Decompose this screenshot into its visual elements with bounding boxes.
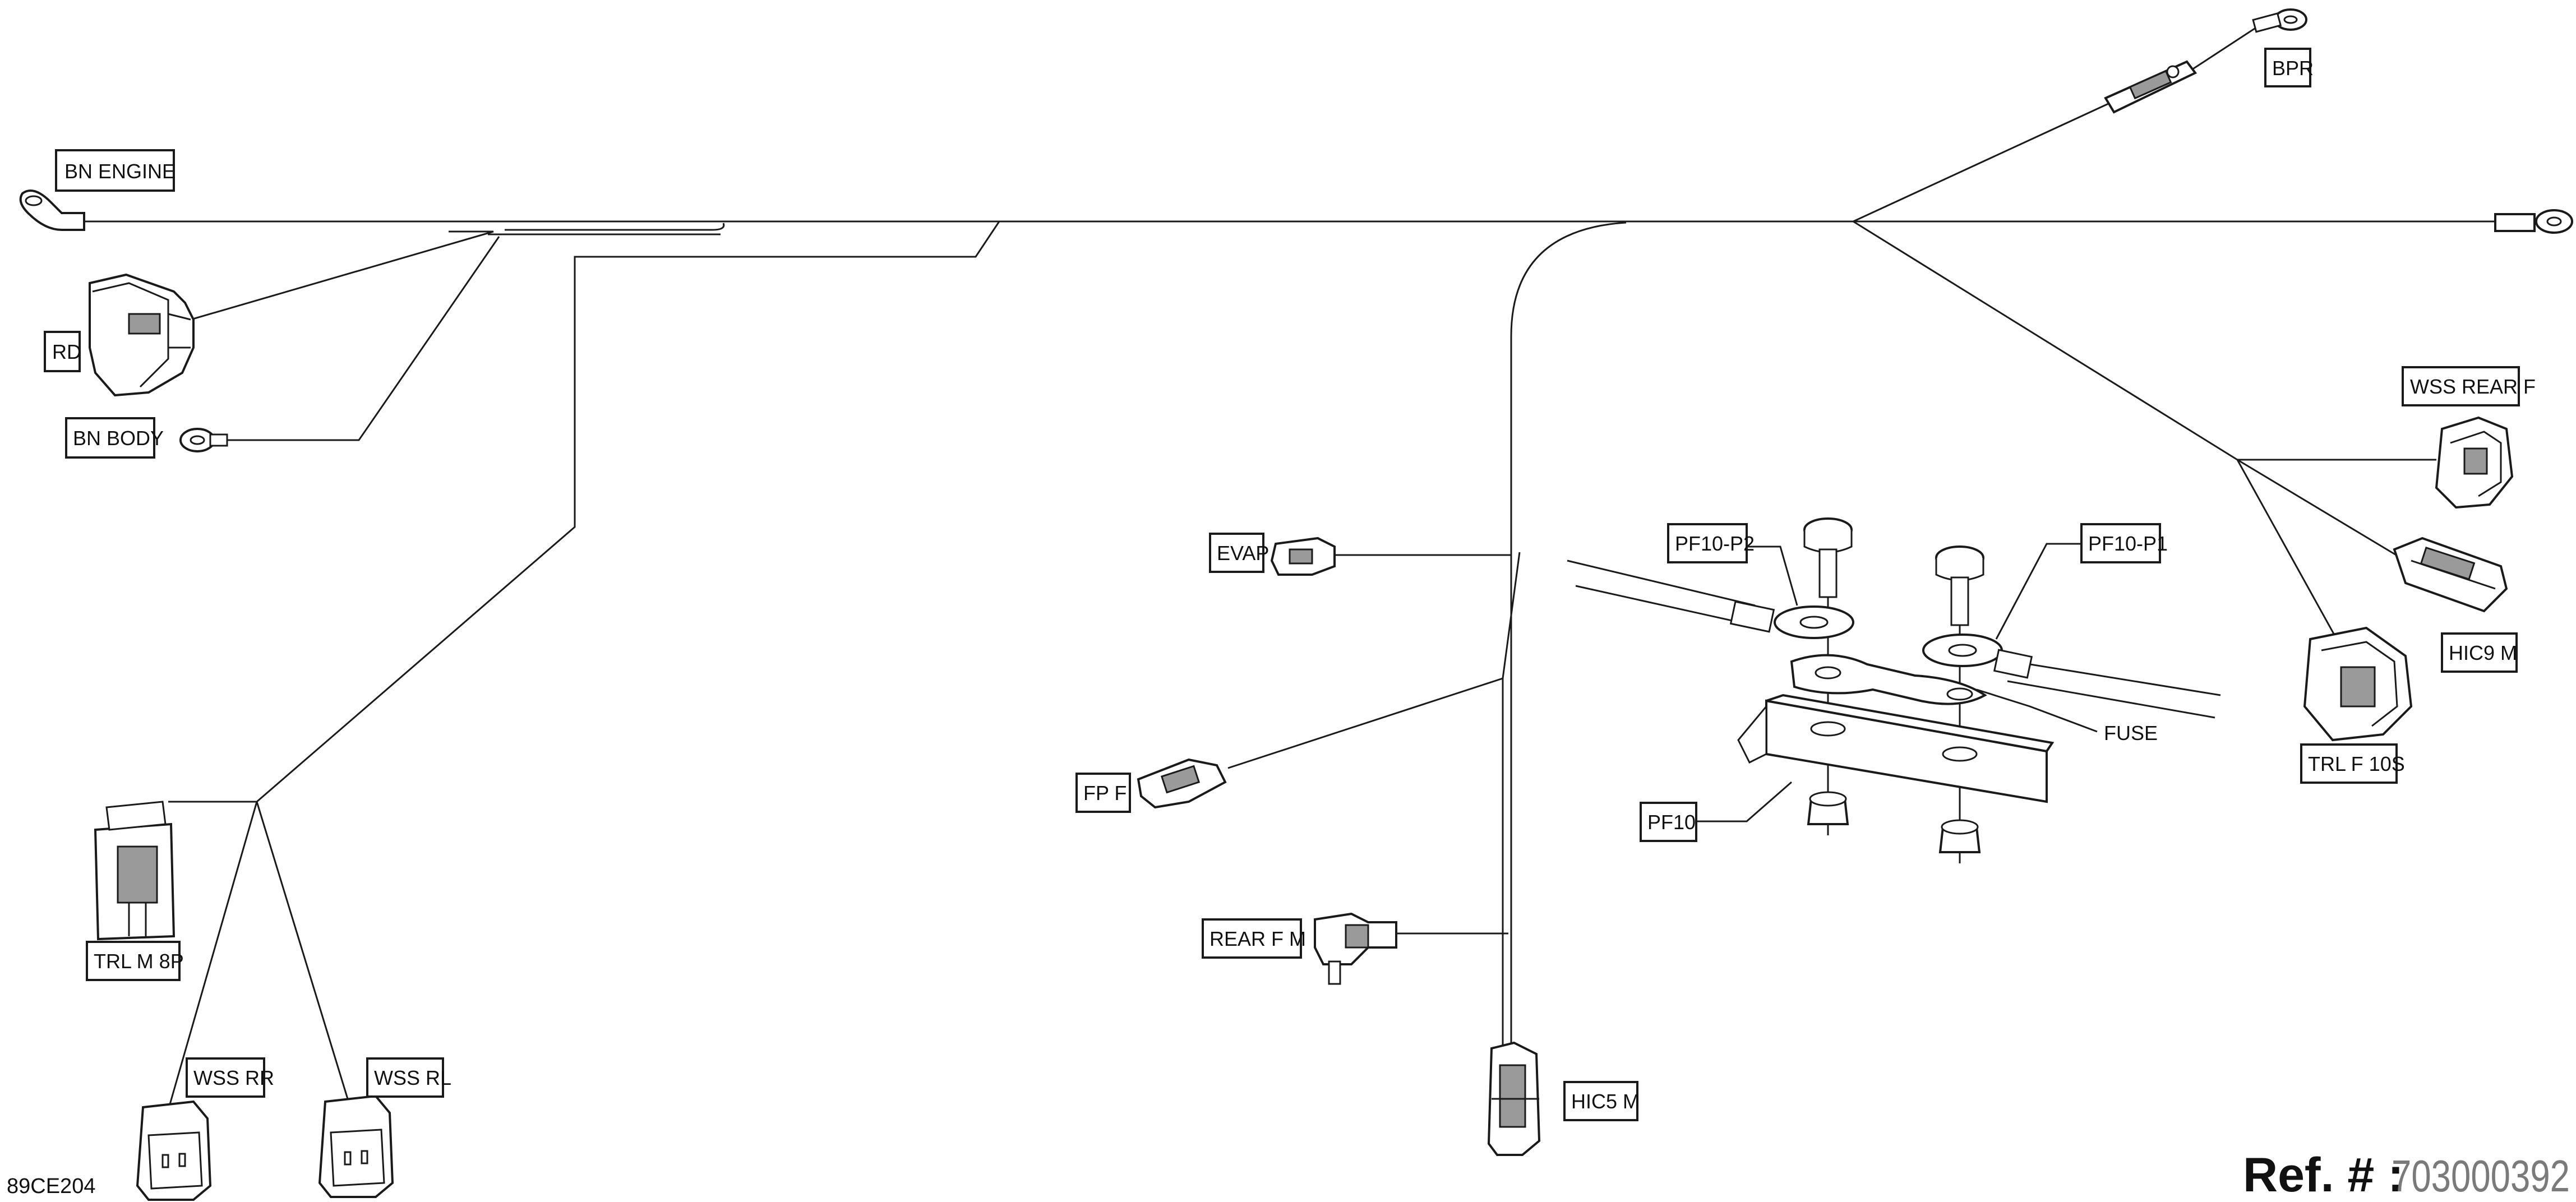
wss-rl-connector [318,1094,394,1198]
hic9-m-connector [2393,537,2508,613]
bn-body-ring-terminal [179,428,228,452]
label-fuse: FUSE [2104,722,2158,745]
center-vertical-wire [1510,221,1627,1054]
fuse-lug-right [1922,634,2033,679]
fuse-bolt-left [1803,517,1853,598]
right-end-terminal [2494,209,2573,234]
svg-text:BPR: BPR [2272,57,2314,80]
reference-label: Ref. # : [2243,1148,2404,1202]
fuse-cable-left-top [1567,560,1756,607]
label-bn-body: BN BODY [65,417,164,459]
label-wss-rl: WSS RL [366,1057,451,1098]
wss-rr-wire [167,801,258,1111]
pf10-fuse-assembly [1729,517,2055,853]
leader-lines [1696,543,2098,822]
label-rd: RD [44,331,81,372]
evap-connector [1270,537,1336,576]
fuse-lug-left [1729,600,1854,639]
reference-number: 703000392 [2392,1151,2570,1201]
label-wss-rear-f: WSS REAR F [2402,366,2536,406]
label-evap: EVAP [1209,533,1269,573]
rd-connector [89,273,195,397]
trl-f-10s-connector [2303,626,2413,742]
bpr-terminal-wire [2186,24,2260,74]
svg-text:RD: RD [52,340,81,363]
wss-rear-f-connector [2435,416,2514,509]
fp-f-branch-wire [1227,677,1503,769]
fuse-cable-right-bottom [2007,680,2215,719]
fuse-nut-left [1807,791,1849,825]
svg-text:FP F: FP F [1083,782,1127,805]
svg-text:PF10-P1: PF10-P1 [2088,532,2168,555]
hic5-m-connector [1487,1041,1541,1156]
label-hic5-m: HIC5 M [1563,1081,1640,1121]
leader-pf10-p2 [1747,545,1798,606]
right-diagonal-wire [1853,220,2238,461]
bpr-branch-wire [1853,103,2109,223]
bpr-fuse-holder [2104,60,2198,114]
rear-f-m-sensor [1314,912,1397,985]
svg-text:WSS RR: WSS RR [193,1066,274,1089]
leader-pf10 [1696,781,1792,822]
svg-text:WSS RL: WSS RL [374,1066,451,1089]
svg-text:PF10-P2: PF10-P2 [1675,532,1755,555]
bpr-ring-terminal [2252,8,2307,33]
label-trl-f-10s: TRL F 10S [2300,743,2405,784]
label-pf10: PF10 [1640,802,1697,842]
fp-f-connector [1137,758,1227,809]
rd-branch-wire [184,230,494,322]
component-labels: BN ENGINE RD BN BODY BPR WSS REAR F HIC9… [44,48,2536,1121]
svg-text:FUSE: FUSE [2104,722,2158,745]
fuse-cable-left-bottom [1575,585,1753,626]
label-bpr: BPR [2264,48,2314,87]
svg-text:REAR F M: REAR F M [1209,927,1306,950]
svg-text:TRL M 8P: TRL M 8P [94,950,184,973]
fuse-cable-right-top [2012,660,2221,696]
svg-text:BN BODY: BN BODY [73,427,164,450]
harness-wires [84,24,2495,1111]
diagram-code: 89CE204 [7,1175,95,1198]
label-bn-engine: BN ENGINE [55,149,176,192]
trl-branch-wire [256,221,1000,803]
svg-text:TRL F 10S: TRL F 10S [2308,752,2405,775]
fuse-bolt-right [1935,545,1984,626]
leader-pf10-p1 [1995,543,2086,640]
label-hic9-m: HIC9 M [2441,632,2518,673]
bn-engine-ring-terminal [19,189,85,231]
trl-f-10s-wire [2236,459,2339,642]
svg-text:HIC5 M: HIC5 M [1571,1090,1640,1113]
label-pf10-p2: PF10-P2 [1667,523,1755,563]
label-fp-f: FP F [1075,773,1131,813]
fuse-nut-right [1938,819,1981,853]
fuse-element [1790,654,1987,705]
leader-fuse [1976,688,2098,733]
label-pf10-p1: PF10-P1 [2080,523,2168,563]
svg-text:EVAP: EVAP [1217,542,1269,565]
fuse-holder-base [1737,694,2055,803]
svg-text:PF10: PF10 [1647,811,1696,834]
trunk-loop-wire [505,223,725,231]
svg-text:BN ENGINE: BN ENGINE [64,160,176,183]
trl-m-8p-connector [94,801,176,941]
wss-rl-wire [256,801,349,1099]
svg-text:WSS REAR F: WSS REAR F [2410,375,2536,398]
svg-text:HIC9 M: HIC9 M [2449,641,2517,664]
label-trl-m-8p: TRL M 8P [86,941,184,981]
label-wss-rr: WSS RR [186,1057,274,1098]
bn-body-branch-wire [219,236,500,441]
wss-rr-connector [136,1100,212,1201]
label-rear-f-m: REAR F M [1202,918,1306,959]
hic9-m-wire [2237,459,2406,562]
